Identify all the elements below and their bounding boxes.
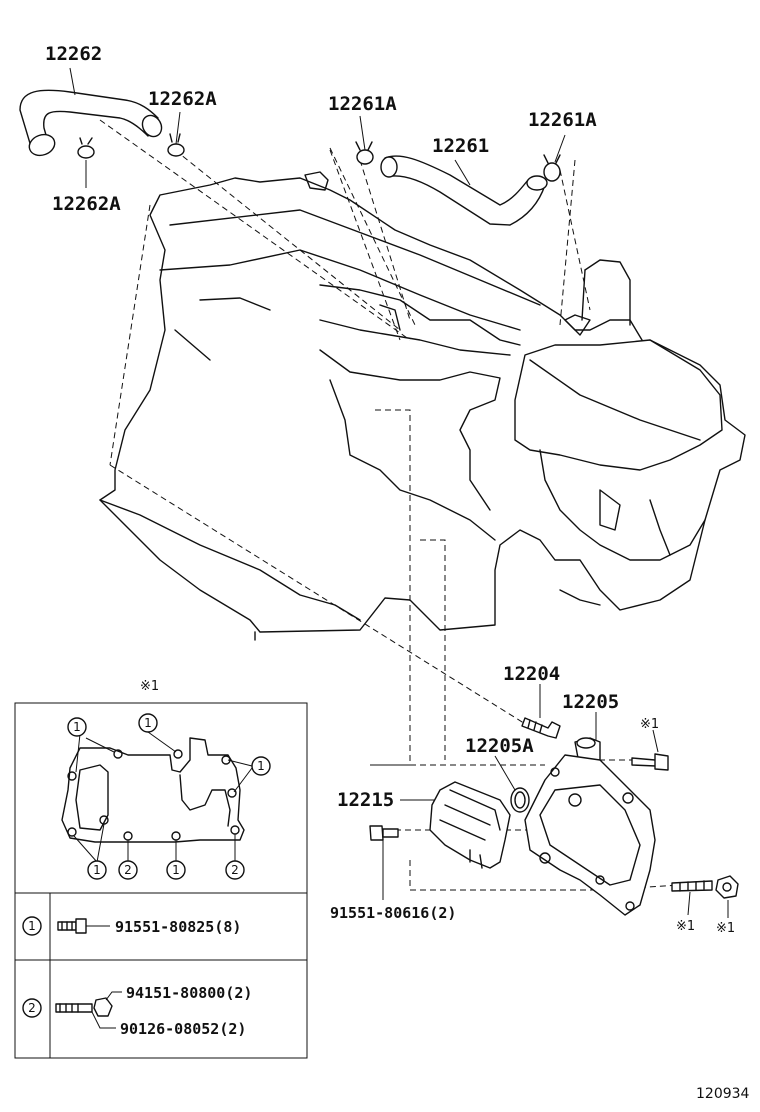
bolt-top-right — [631, 753, 669, 771]
inset-panel: ※1 — [14, 679, 308, 1059]
oring-12205a — [510, 787, 530, 813]
dashed-assembly-lines — [99, 119, 681, 891]
nut — [715, 875, 739, 899]
row-part-number: 91551-80825(8) — [115, 918, 241, 936]
row-part-number: 90126-08052(2) — [120, 1020, 246, 1038]
note-nut: ※1 — [716, 921, 735, 936]
label-12205: 12205 — [562, 691, 619, 713]
label-12205a: 12205A — [465, 735, 534, 757]
hose-12261 — [380, 155, 548, 226]
label-12215: 12215 — [337, 789, 394, 811]
callout-circle — [118, 860, 138, 880]
inset-frame — [14, 702, 308, 1059]
diagram-reference-number: 120934 — [696, 1086, 750, 1102]
callout-number: 1 — [144, 716, 152, 730]
clamp-12262a-top — [167, 133, 185, 157]
label-12204: 12204 — [503, 663, 560, 685]
row-key: 1 — [28, 919, 36, 933]
clamp-12262a-bottom — [77, 137, 95, 159]
label-12262a-top: 12262A — [148, 88, 217, 110]
gasket-outline — [61, 737, 245, 843]
callout-circle — [166, 860, 186, 880]
leader-lines — [69, 67, 729, 918]
row-key: 2 — [28, 1001, 36, 1015]
clamp-12261a-right — [543, 154, 561, 182]
inset-row-1: 1 91551-80825(8) — [22, 916, 241, 936]
stud — [671, 880, 713, 892]
callout-number: 1 — [93, 863, 101, 877]
inset-title: ※1 — [140, 679, 159, 694]
sensor-12204 — [521, 717, 561, 739]
inset-row-2: 2 94151-80800(2) 90126-08052(2) — [22, 984, 252, 1038]
valve-12215 — [429, 781, 511, 869]
callout-number: 2 — [124, 863, 132, 877]
label-12261a-left: 12261A — [328, 93, 397, 115]
bolt-91551-80616 — [369, 825, 399, 841]
inset-callouts: 1 1 1 1 2 1 2 — [67, 713, 271, 880]
callout-circle — [87, 860, 107, 880]
label-12262: 12262 — [45, 43, 102, 65]
callout-circle — [138, 713, 158, 733]
label-12262a-bottom: 12262A — [52, 193, 121, 215]
callout-circle — [251, 756, 271, 776]
label-91551-80616: 91551-80616(2) — [330, 904, 456, 922]
callout-number: 1 — [257, 759, 265, 773]
clamp-12261a-left — [355, 141, 374, 165]
engine-assembly — [99, 171, 746, 641]
callout-circle — [67, 717, 87, 737]
note-stud: ※1 — [676, 919, 695, 934]
callout-number: 1 — [73, 720, 81, 734]
callout-number: 2 — [231, 863, 239, 877]
label-12261a-right: 12261A — [528, 109, 597, 131]
cover-housing — [524, 754, 656, 916]
hose-12262 — [19, 89, 163, 157]
callout-circle — [225, 860, 245, 880]
callout-number: 1 — [172, 863, 180, 877]
label-12261: 12261 — [432, 135, 489, 157]
note-bolt-top: ※1 — [640, 717, 659, 732]
row-part-number: 94151-80800(2) — [126, 984, 252, 1002]
